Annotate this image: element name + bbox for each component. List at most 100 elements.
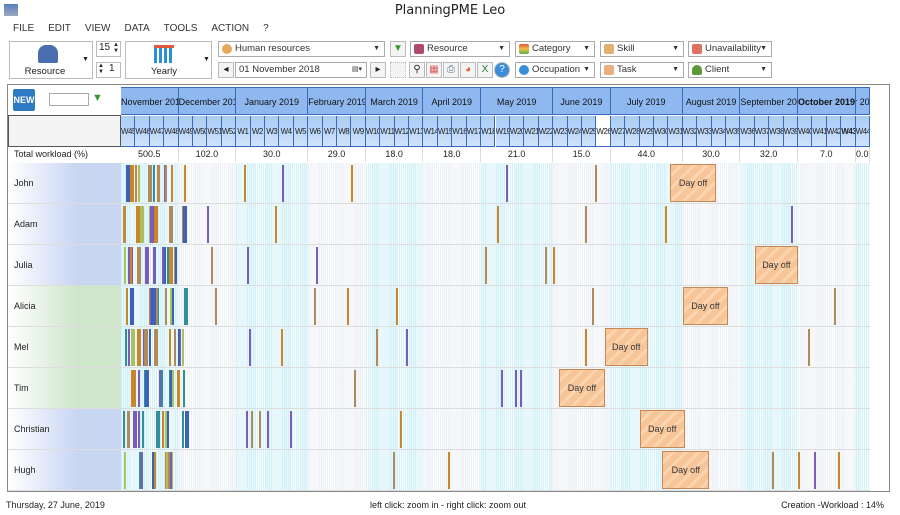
task-bar[interactable] (501, 370, 504, 407)
resource-timeline[interactable] (121, 327, 870, 368)
resource-timeline[interactable] (121, 368, 870, 409)
resource-row-julia[interactable]: Julia (8, 245, 121, 286)
task-bar[interactable] (584, 206, 587, 243)
menu-help[interactable]: ? (263, 23, 269, 34)
task-bar[interactable] (153, 206, 158, 243)
task-bar[interactable] (496, 206, 499, 243)
task-bar[interactable] (134, 165, 137, 202)
week-header[interactable]: W52 (221, 116, 237, 147)
unavailability-filter[interactable]: Unavailability▼ (688, 41, 772, 57)
resource-row-alicia[interactable]: Alicia (8, 286, 121, 327)
week-header[interactable]: W9 (351, 116, 366, 147)
help-icon[interactable]: ? (494, 62, 510, 78)
task-bar[interactable] (350, 165, 353, 202)
client-filter[interactable]: Client▼ (688, 62, 772, 78)
resource-row-adam[interactable]: Adam (8, 204, 121, 245)
task-bar[interactable] (183, 206, 188, 243)
resource-row-tim[interactable]: Tim (8, 368, 121, 409)
next-date-button[interactable]: ▸ (370, 62, 386, 78)
select-area-button[interactable] (390, 62, 406, 78)
resource-search-input[interactable] (49, 93, 89, 106)
day-off-block[interactable]: Day off (662, 451, 710, 489)
month-header[interactable]: November 2019 (855, 87, 870, 115)
week-header[interactable]: W42 (826, 116, 842, 147)
resource-type-select[interactable]: Human resources▼ (218, 41, 385, 57)
resource-timeline[interactable] (121, 245, 870, 286)
day-off-block[interactable]: Day off (559, 369, 605, 407)
week-header[interactable]: W35 (725, 116, 741, 147)
week-header[interactable]: W21 (524, 116, 539, 147)
task-bar[interactable] (282, 165, 285, 202)
task-bar[interactable] (259, 411, 262, 448)
task-bar[interactable] (153, 247, 156, 284)
task-bar[interactable] (585, 329, 588, 366)
excel-icon[interactable]: X (477, 62, 493, 78)
task-bar[interactable] (165, 411, 168, 448)
task-bar[interactable] (155, 288, 158, 325)
menu-view[interactable]: VIEW (84, 23, 111, 34)
day-off-block[interactable]: Day off (754, 246, 798, 284)
task-bar[interactable] (153, 452, 156, 489)
task-bar[interactable] (156, 165, 159, 202)
week-header[interactable]: W34 (711, 116, 726, 147)
task-bar[interactable] (210, 247, 213, 284)
task-bar[interactable] (400, 411, 403, 448)
week-header[interactable]: W31 (668, 116, 683, 147)
menu-file[interactable]: FILE (13, 23, 35, 34)
task-bar[interactable] (137, 247, 142, 284)
task-bar[interactable] (131, 370, 136, 407)
task-bar[interactable] (346, 288, 349, 325)
resource-row-john[interactable]: John (8, 163, 121, 204)
task-bar[interactable] (138, 370, 141, 407)
menu-edit[interactable]: EDIT (48, 23, 71, 34)
task-bar[interactable] (161, 370, 164, 407)
task-bar[interactable] (153, 165, 156, 202)
view-resource-button[interactable]: Resource ▼ (9, 41, 93, 79)
resource-row-christian[interactable]: Christian (8, 409, 121, 450)
week-header[interactable]: W44 (855, 116, 870, 147)
task-bar[interactable] (131, 247, 134, 284)
month-header[interactable]: September 2019 (740, 87, 798, 115)
print-icon[interactable]: ⎙ (443, 62, 459, 78)
prev-date-button[interactable]: ◂ (218, 62, 234, 78)
month-header[interactable]: December 2018 (178, 87, 237, 115)
week-header[interactable]: W36 (740, 116, 755, 147)
week-header[interactable]: W29 (639, 116, 654, 147)
task-bar[interactable] (138, 452, 141, 489)
task-bar[interactable] (130, 288, 135, 325)
week-header[interactable]: W1 (236, 116, 251, 147)
task-bar[interactable] (124, 206, 127, 243)
task-bar[interactable] (157, 288, 160, 325)
week-header[interactable]: W19 (495, 116, 510, 147)
task-bar[interactable] (592, 288, 595, 325)
task-bar[interactable] (144, 370, 149, 407)
filter-icon[interactable]: ▼ (92, 92, 103, 104)
month-header[interactable]: February 2019 (308, 87, 366, 115)
week-header[interactable]: W8 (337, 116, 352, 147)
task-bar[interactable] (838, 452, 841, 489)
task-bar[interactable] (791, 206, 794, 243)
resource-row-mel[interactable]: Mel (8, 327, 121, 368)
resource-timeline[interactable] (121, 286, 870, 327)
task-bar[interactable] (289, 411, 292, 448)
task-bar[interactable] (153, 329, 158, 366)
task-bar[interactable] (162, 411, 165, 448)
task-bar[interactable] (514, 370, 517, 407)
week-header[interactable]: W39 (783, 116, 798, 147)
task-bar[interactable] (664, 206, 667, 243)
task-bar[interactable] (833, 288, 836, 325)
week-header[interactable]: W45 (121, 116, 136, 147)
task-bar[interactable] (395, 288, 398, 325)
date-picker[interactable]: 01 November 2018▤▾ (235, 62, 367, 78)
category-filter[interactable]: Category▼ (515, 41, 595, 57)
task-bar[interactable] (167, 247, 170, 284)
task-bar[interactable] (244, 165, 247, 202)
resource-timeline[interactable] (121, 450, 870, 491)
week-header[interactable]: W49 (178, 116, 193, 147)
task-bar[interactable] (151, 452, 154, 489)
task-bar[interactable] (174, 247, 177, 284)
task-bar[interactable] (126, 411, 129, 448)
week-header[interactable]: W13 (409, 116, 424, 147)
task-bar[interactable] (161, 247, 164, 284)
task-bar[interactable] (137, 165, 140, 202)
